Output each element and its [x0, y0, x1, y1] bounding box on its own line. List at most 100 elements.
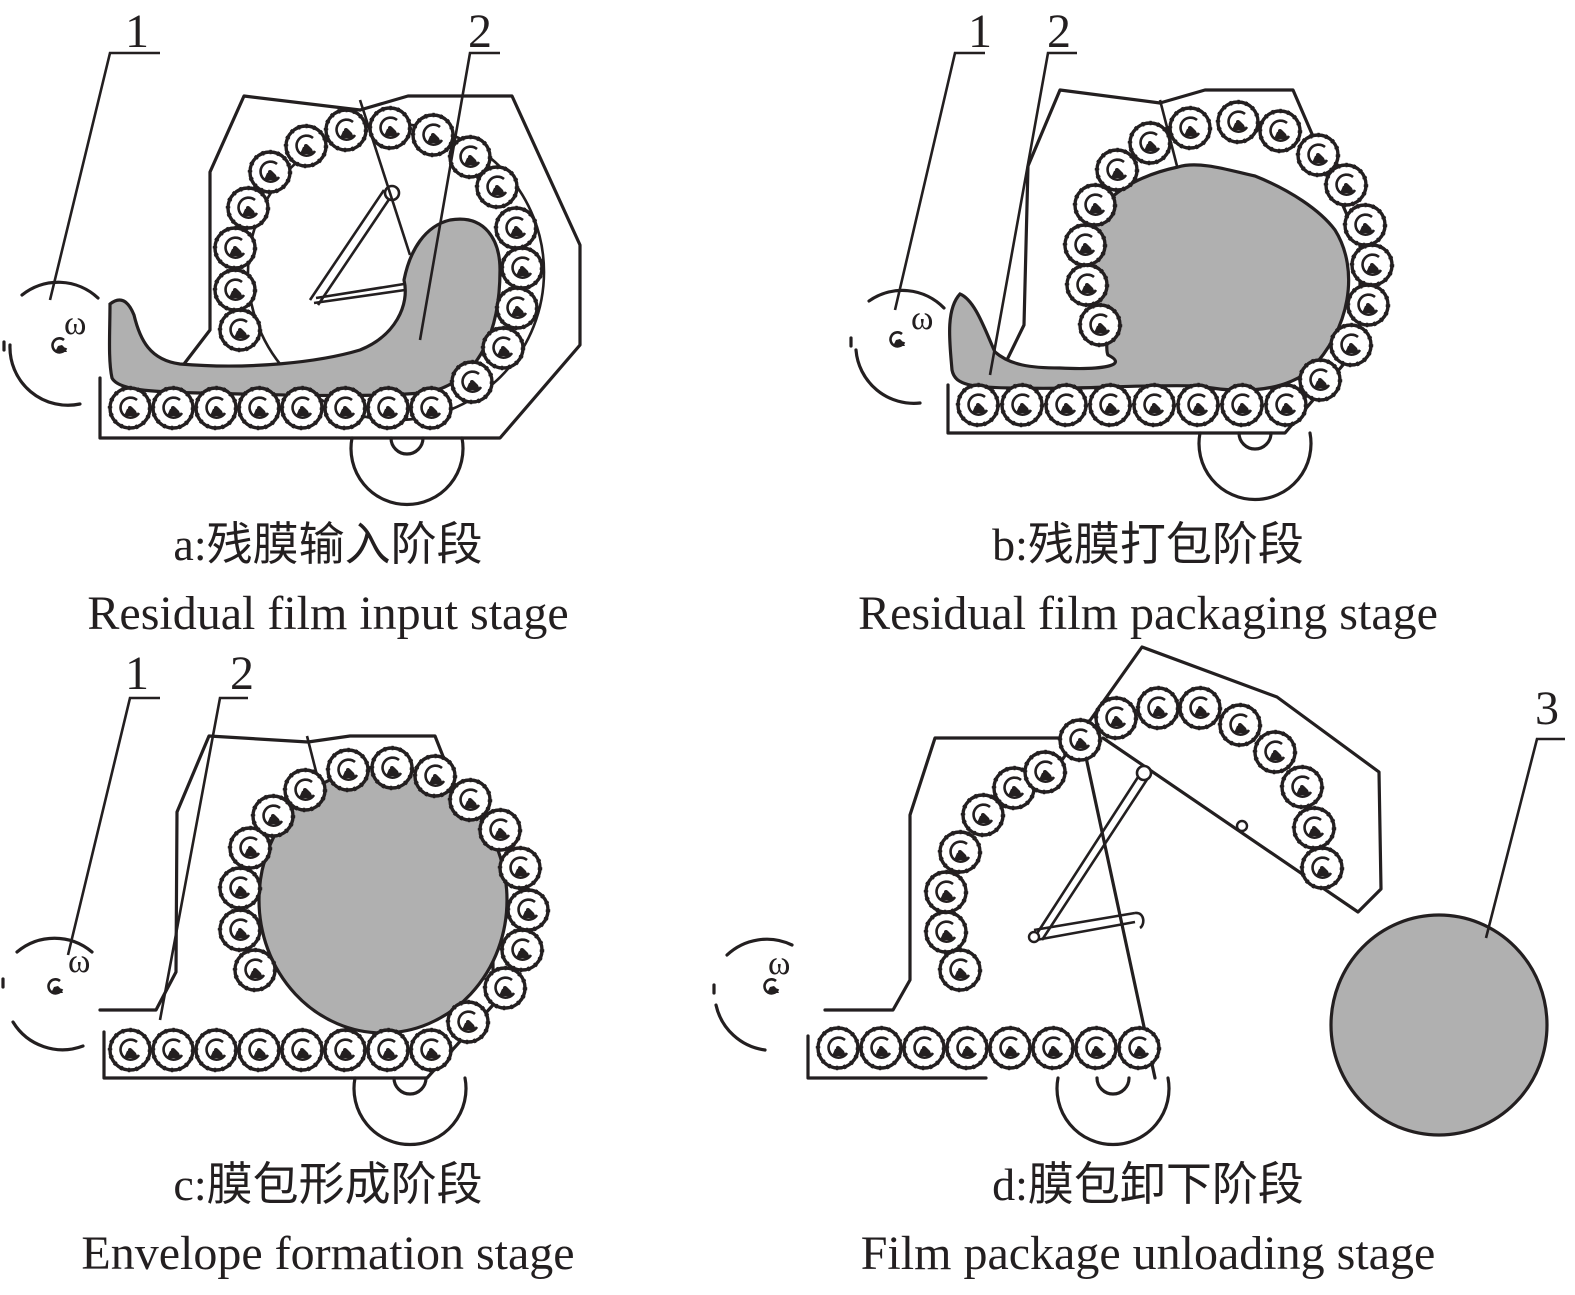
roller-icon	[1180, 688, 1220, 728]
roller-icon	[110, 1030, 150, 1070]
gate-hinge-point	[1235, 819, 1249, 833]
roller-icon	[508, 890, 548, 930]
callout-2-b: 2	[1047, 5, 1071, 58]
roller-icon	[196, 388, 236, 428]
roller-icon	[372, 748, 412, 788]
callout-3-d: 3	[1535, 682, 1559, 735]
caption-en-d: Film package unloading stage	[860, 1227, 1436, 1280]
roller-icon	[1218, 102, 1258, 142]
rotation-omega-c: ω	[68, 943, 91, 980]
caption-cn-c: c:膜包形成阶段	[173, 1159, 483, 1210]
roller-icon	[1294, 808, 1334, 848]
ground-wheel	[349, 436, 465, 507]
roller-icon	[368, 388, 408, 428]
roller-icon	[477, 167, 517, 207]
leader-lines	[66, 696, 248, 1021]
roller-icon	[1348, 285, 1388, 325]
roller-icon	[818, 1028, 858, 1068]
hydraulic-cylinder	[1027, 764, 1153, 944]
roller-icon	[368, 1030, 408, 1070]
roller-icon	[196, 1030, 236, 1070]
roller-icon	[250, 152, 290, 192]
pickup-drum	[712, 937, 794, 1052]
roller-icon	[1282, 767, 1322, 807]
roller-icon	[220, 310, 260, 350]
roller-icon	[500, 848, 540, 888]
roller-icon	[220, 910, 260, 950]
callout-1-c: 1	[125, 647, 149, 700]
roller-icon	[1096, 698, 1136, 738]
roller-icon	[480, 810, 520, 850]
leader-lines	[48, 51, 500, 341]
roller-icon	[1067, 265, 1107, 305]
caption-cn-b: b:残膜打包阶段	[992, 519, 1304, 570]
roller-icon	[328, 750, 368, 790]
roller-icon	[282, 388, 322, 428]
ground-wheel	[1197, 431, 1313, 502]
roller-icon	[502, 248, 542, 288]
roller-chain	[818, 688, 1342, 1068]
ground-wheel	[352, 1076, 468, 1147]
roller-icon	[940, 950, 980, 990]
roller-icon	[1170, 108, 1210, 148]
roller-icon	[1065, 225, 1105, 265]
callout-1-a: 1	[125, 5, 149, 58]
ejected-bale	[1329, 913, 1549, 1137]
roller-icon	[215, 270, 255, 310]
roller-icon	[282, 1030, 322, 1070]
roller-icon	[452, 362, 492, 402]
roller-icon	[450, 780, 490, 820]
roller-icon	[235, 950, 275, 990]
roller-icon	[1090, 385, 1130, 425]
roller-icon	[228, 188, 268, 228]
roller-icon	[413, 115, 453, 155]
roller-icon	[220, 868, 260, 908]
caption-en-b: Residual film packaging stage	[858, 587, 1438, 640]
roller-icon	[947, 1028, 987, 1068]
roller-icon	[1345, 205, 1385, 245]
roller-icon	[1326, 165, 1366, 205]
roller-icon	[1002, 385, 1042, 425]
roller-icon	[485, 968, 525, 1008]
roller-icon	[904, 1028, 944, 1068]
film-mass	[107, 217, 502, 398]
panel-a	[2, 51, 582, 507]
caption-en-a: Residual film input stage	[87, 587, 569, 640]
roller-icon	[1076, 1028, 1116, 1068]
roller-icon	[1097, 150, 1137, 190]
roller-icon	[1222, 385, 1262, 425]
roller-icon	[415, 756, 455, 796]
roller-icon	[448, 1002, 488, 1042]
roller-icon	[1352, 245, 1392, 285]
panel-b	[849, 51, 1392, 502]
roller-icon	[1134, 385, 1174, 425]
roller-icon	[926, 912, 966, 952]
roller-icon	[926, 872, 966, 912]
roller-icon	[1130, 123, 1170, 163]
panel-c	[1, 696, 548, 1147]
pickup-drum	[849, 288, 946, 405]
pickup-drum	[1, 936, 94, 1052]
roller-icon	[502, 930, 542, 970]
panel-d	[712, 645, 1565, 1147]
roller-icon	[411, 1030, 451, 1070]
roller-icon	[483, 328, 523, 368]
roller-icon	[325, 1030, 365, 1070]
roller-icon	[1178, 385, 1218, 425]
caption-cn-a: a:残膜输入阶段	[173, 519, 483, 570]
roller-icon	[326, 110, 366, 150]
roller-icon	[411, 388, 451, 428]
roller-icon	[153, 388, 193, 428]
roller-icon	[110, 388, 150, 428]
roller-icon	[496, 208, 536, 248]
rotation-omega-b: ω	[911, 300, 934, 337]
roller-icon	[1119, 1028, 1159, 1068]
roller-icon	[286, 126, 326, 166]
roller-icon	[1138, 688, 1178, 728]
roller-icon	[1075, 185, 1115, 225]
frame	[98, 94, 582, 440]
pickup-drum	[2, 280, 100, 407]
roller-icon	[940, 832, 980, 872]
callout-2-a: 2	[468, 5, 492, 58]
